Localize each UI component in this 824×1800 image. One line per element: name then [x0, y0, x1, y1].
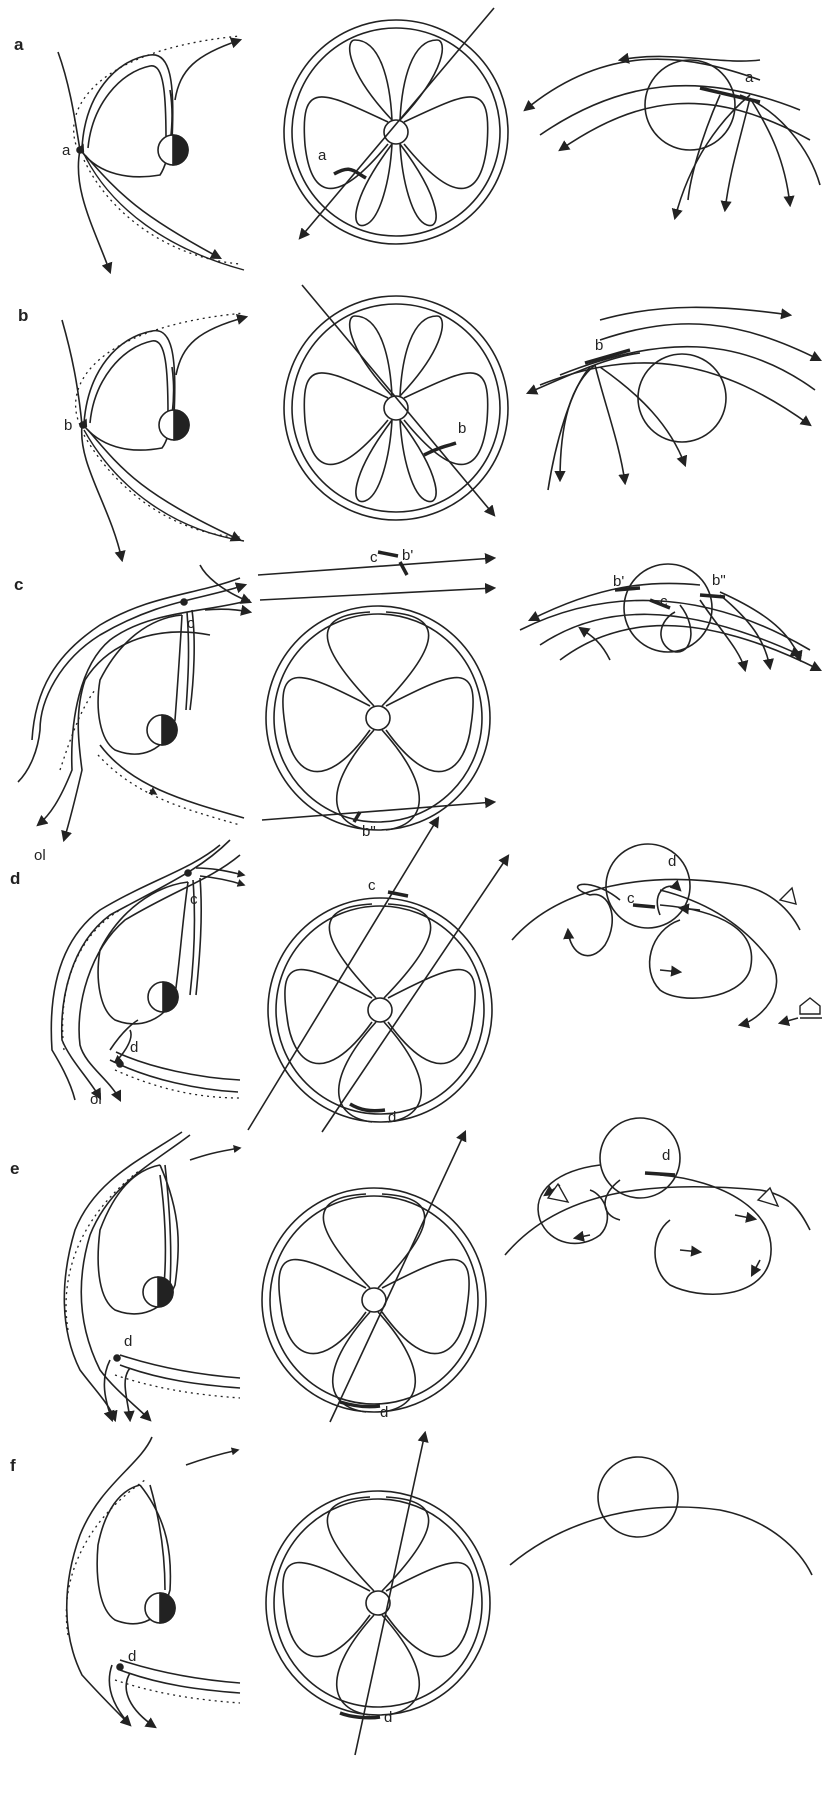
label: b' [613, 573, 624, 590]
projection-panel [262, 1132, 486, 1422]
label: ol [90, 1091, 102, 1108]
label: c [370, 549, 378, 566]
label: c [190, 891, 198, 908]
label: b" [362, 823, 376, 840]
projection-panel [284, 285, 508, 520]
label: b [458, 420, 466, 437]
projection-panel [284, 8, 508, 244]
row-label: e [10, 1159, 19, 1178]
magnetosphere-panel [51, 840, 244, 1100]
label: d [380, 1404, 388, 1421]
label: c [187, 615, 195, 632]
magnetosphere-panel [18, 565, 250, 840]
row-c: c c ol [14, 547, 820, 864]
magnetosphere-panel [58, 36, 244, 272]
label: ol [34, 847, 46, 864]
row-label: a [14, 35, 24, 54]
projection-panel [248, 818, 508, 1132]
row-d: d c d ol [10, 818, 822, 1132]
row-a: a a [14, 8, 820, 272]
row-label: f [10, 1456, 16, 1475]
footprint-panel [505, 1118, 810, 1294]
label: d [388, 1109, 396, 1126]
footprint-panel [512, 844, 822, 1025]
row-e: e d [10, 1118, 810, 1422]
row-label: b [18, 306, 28, 325]
label: d [384, 1709, 392, 1726]
label: d [668, 853, 676, 870]
magnetosphere-panel [64, 1132, 240, 1420]
magnetosphere-panel [62, 313, 246, 560]
row-b: b b [18, 285, 820, 560]
label: d [124, 1333, 132, 1350]
footprint-panel [525, 56, 820, 218]
row-label: d [10, 869, 20, 888]
footprint-panel [520, 564, 820, 670]
label: d [662, 1147, 670, 1164]
row-f: f d [10, 1433, 812, 1755]
label: b [595, 337, 603, 354]
label: c [368, 877, 376, 894]
footprint-panel [510, 1457, 812, 1575]
projection-panel [258, 552, 494, 830]
projection-panel [266, 1433, 490, 1755]
label: b" [712, 572, 726, 589]
label: c [627, 890, 635, 907]
label: a [318, 147, 327, 164]
label: c [660, 593, 668, 610]
label: b' [402, 547, 413, 564]
footprint-panel [528, 307, 820, 490]
label: a [62, 142, 71, 159]
label: d [128, 1648, 136, 1665]
magnetosphere-panel [66, 1437, 240, 1727]
label: a [745, 69, 754, 86]
label: b [64, 417, 72, 434]
label: d [130, 1039, 138, 1056]
row-label: c [14, 575, 23, 594]
